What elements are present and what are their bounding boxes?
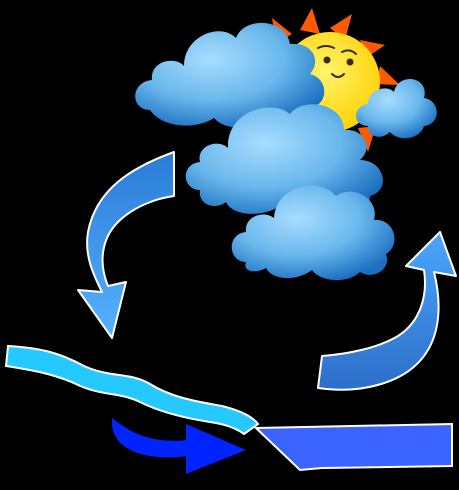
water-body-icon: [256, 424, 452, 470]
arrow-condensation-left: [78, 152, 174, 338]
wavy-river-icon: [6, 346, 258, 434]
